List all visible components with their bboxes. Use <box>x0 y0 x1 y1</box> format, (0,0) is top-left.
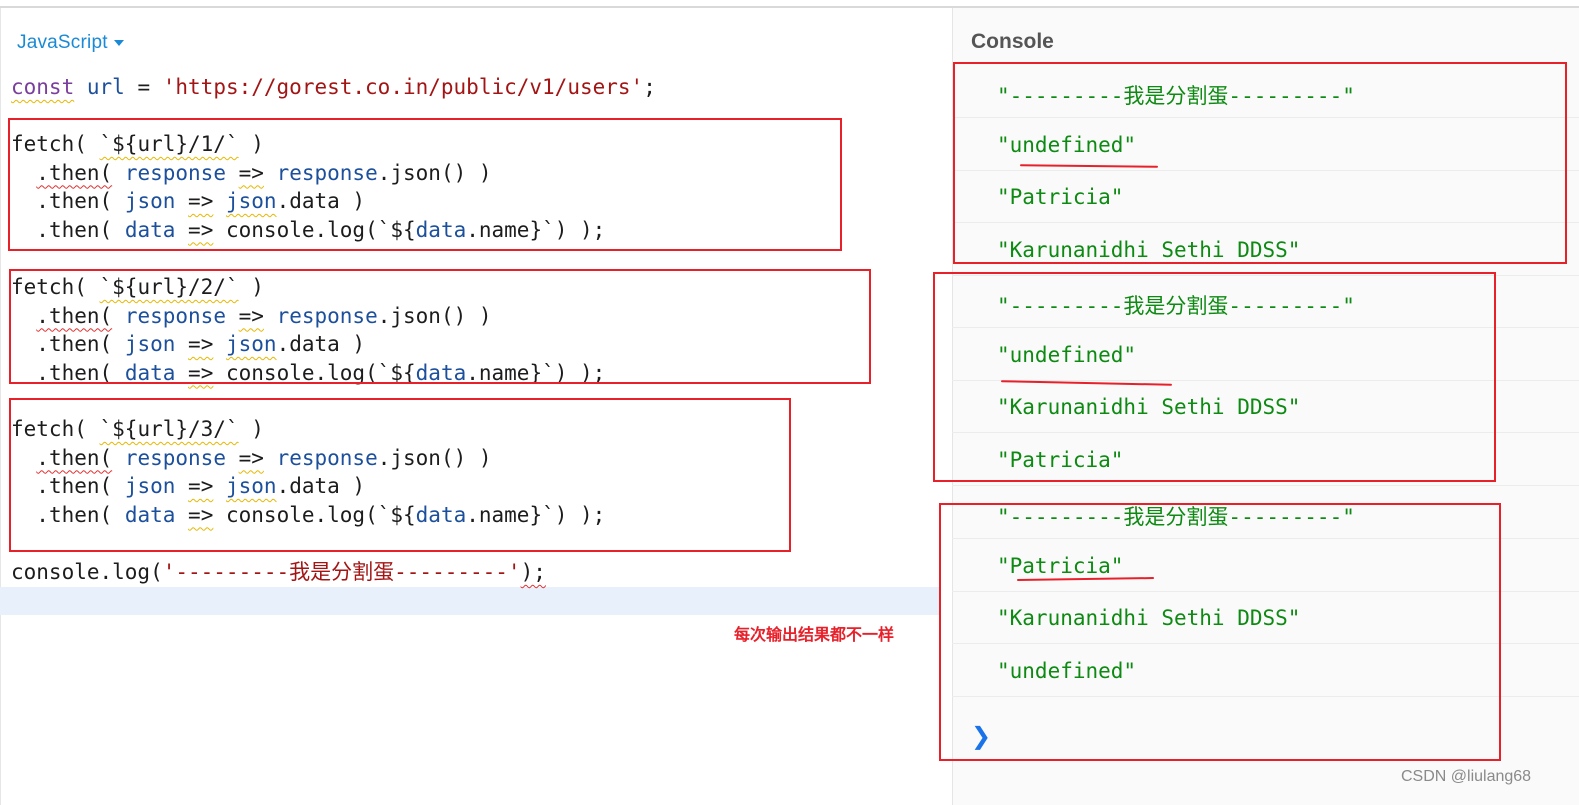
console-row: "Patricia" <box>952 540 1579 592</box>
annotation-box-console-run-3 <box>939 503 1501 761</box>
console-row: "undefined" <box>952 645 1579 697</box>
console-row: "---------我是分割蛋---------" <box>952 276 1579 328</box>
annotation-box-block-3 <box>9 398 791 552</box>
annotation-box-console-run-2 <box>933 272 1496 482</box>
annotation-box-block-2 <box>9 269 871 384</box>
console-row: "Patricia" <box>952 171 1579 223</box>
top-divider <box>0 6 1579 8</box>
code-line-separator-log[interactable]: console.log('---------我是分割蛋---------'); <box>11 560 546 584</box>
language-selector[interactable]: JavaScript <box>17 32 124 54</box>
code-block-fetch-1[interactable]: fetch( `${url}/1/` ) .then( response => … <box>11 132 606 242</box>
console-row: "undefined" <box>952 329 1579 381</box>
code-line-url[interactable]: const url = 'https://gorest.co.in/public… <box>11 75 656 99</box>
annotation-note: 每次输出结果都不一样 <box>734 625 895 644</box>
current-line-highlight <box>0 587 940 615</box>
console-prompt-icon[interactable]: ❯ <box>971 722 992 750</box>
console-title: Console <box>971 30 1054 53</box>
console-row: "Karunanidhi Sethi DDSS" <box>952 592 1579 644</box>
console-row: "Karunanidhi Sethi DDSS" <box>952 381 1579 433</box>
watermark: CSDN @liulang68 <box>1401 768 1532 785</box>
console-row: "---------我是分割蛋---------" <box>952 66 1579 118</box>
console-row: "Karunanidhi Sethi DDSS" <box>952 224 1579 276</box>
console-pane[interactable] <box>952 8 1579 805</box>
code-editor-pane[interactable] <box>0 8 953 805</box>
annotation-box-block-1 <box>8 118 842 251</box>
code-block-fetch-3[interactable]: fetch( `${url}/3/` ) .then( response => … <box>11 417 606 527</box>
console-row: "undefined" <box>952 119 1579 171</box>
console-row: "Patricia" <box>952 434 1579 486</box>
language-label: JavaScript <box>17 32 108 53</box>
code-block-fetch-2[interactable]: fetch( `${url}/2/` ) .then( response => … <box>11 275 606 385</box>
console-row: "---------我是分割蛋---------" <box>952 487 1579 539</box>
annotation-box-console-run-1 <box>953 62 1567 264</box>
chevron-down-icon <box>113 39 124 46</box>
